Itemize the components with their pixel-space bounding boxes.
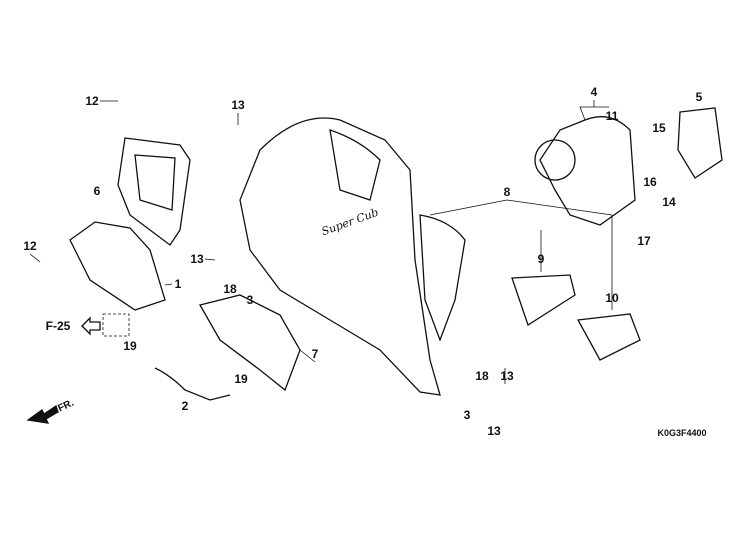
part-4-ring (534, 139, 576, 181)
callout-3: 3 (246, 293, 254, 307)
callout-16: 16 (643, 175, 657, 189)
callout-18: 18 (223, 282, 237, 296)
part-9-panel (511, 274, 576, 326)
callout-8: 8 (503, 185, 511, 199)
callout-19: 19 (123, 339, 137, 353)
callout-13: 13 (190, 252, 204, 266)
part-6-inner (134, 154, 176, 211)
front-arrow (26, 404, 59, 424)
callout-3: 3 (463, 408, 471, 422)
callout-14: 14 (662, 195, 676, 209)
part-5-cover (677, 107, 723, 179)
callout-6: 6 (93, 184, 101, 198)
callout-4: 4 (590, 85, 598, 99)
reference-f25[interactable]: F-25 (45, 319, 71, 333)
callout-2: 2 (181, 399, 189, 413)
f25-dashed-box (102, 313, 130, 337)
callout-5: 5 (695, 90, 703, 104)
part-10-panel (576, 313, 641, 361)
f25-arrow (81, 316, 101, 336)
part-4-case (539, 116, 636, 226)
callout-12: 12 (23, 239, 37, 253)
callout-13: 13 (231, 98, 245, 112)
callout-13: 13 (487, 424, 501, 438)
part-inner-cover (419, 214, 466, 342)
callout-7: 7 (311, 347, 319, 361)
callout-10: 10 (605, 291, 619, 305)
part-2-cable (154, 367, 231, 401)
leader-lines (29, 100, 613, 384)
diagram-code: K0G3F4400 (657, 428, 707, 438)
callout-17: 17 (637, 234, 651, 248)
callout-15: 15 (652, 121, 666, 135)
leg-shield-opening (329, 129, 381, 201)
part-1-cover (69, 221, 166, 311)
callout-13: 13 (500, 369, 514, 383)
callout-11: 11 (605, 109, 619, 123)
part-6-bracket (117, 137, 191, 246)
part-main-leg-shield (239, 117, 441, 396)
callout-9: 9 (537, 252, 545, 266)
callout-1: 1 (174, 277, 182, 291)
callout-12: 12 (85, 94, 99, 108)
callout-19: 19 (234, 372, 248, 386)
part-7-bracket (199, 294, 301, 392)
callout-18: 18 (475, 369, 489, 383)
